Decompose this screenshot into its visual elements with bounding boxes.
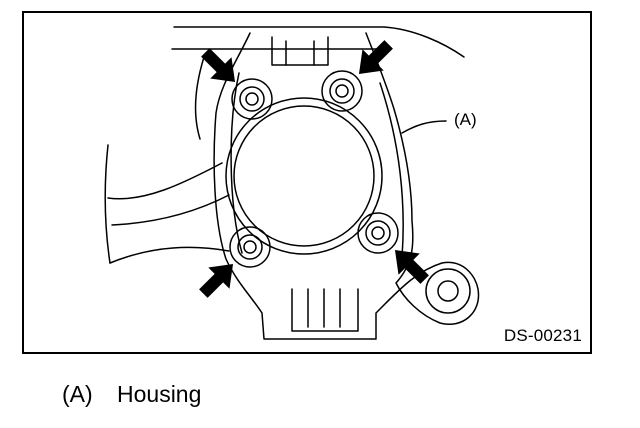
- figure-code: DS-00231: [503, 326, 582, 345]
- bolt-top-left: [231, 78, 273, 120]
- callout-label-a: (A): [454, 110, 477, 129]
- hub-housing-illustration: [104, 26, 480, 340]
- bolt-top-right: [321, 70, 363, 112]
- legend-text: Housing: [117, 381, 202, 407]
- top-frame-line: [173, 26, 465, 58]
- bolt-bottom-left: [229, 226, 271, 268]
- ear-hole: [437, 280, 459, 302]
- lower-bracket: [291, 288, 359, 332]
- arrow-bottom-left: [199, 263, 234, 298]
- figure-frame: (A) DS-00231: [22, 11, 592, 354]
- housing-outline: [213, 32, 480, 340]
- arrow-top-right: [358, 40, 393, 75]
- bolt-bottom-right: [357, 212, 399, 254]
- arrow-bottom-right: [394, 249, 429, 284]
- strut-arm-outline: [104, 56, 230, 264]
- legend-key: (A): [62, 381, 93, 407]
- callout-leader-line: [401, 120, 447, 134]
- arrow-top-left: [201, 48, 236, 83]
- legend-item: (A) Housing: [62, 381, 201, 408]
- top-boss: [271, 36, 329, 66]
- center-bore: [225, 97, 383, 255]
